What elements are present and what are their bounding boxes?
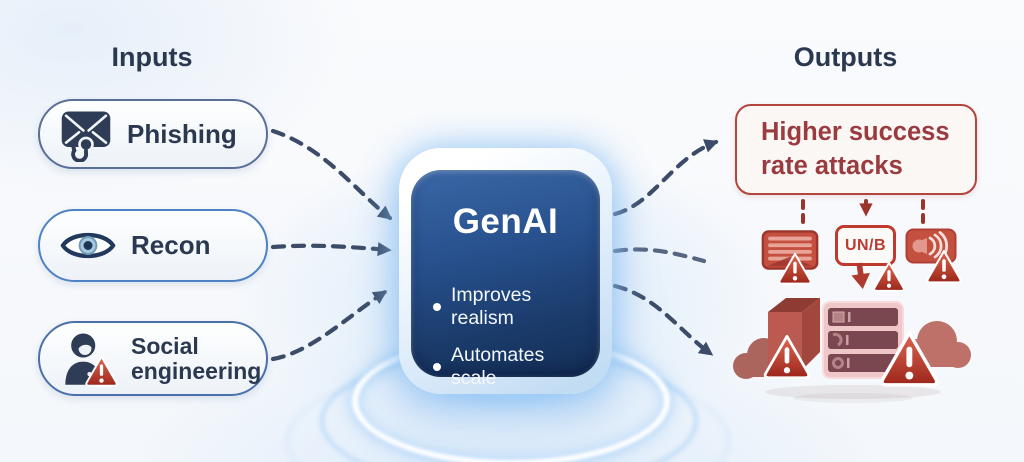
pill-label: Phishing	[127, 118, 237, 149]
warning-triangle-icon	[85, 355, 118, 387]
genai-bullet: Improves realism	[433, 284, 594, 330]
outputs-heading: Outputs	[793, 42, 898, 72]
unb-breach-badge: UN/B	[835, 225, 896, 266]
genai-bullet-list: Improves realism Automates scale	[411, 284, 600, 390]
genai-bullet: Automates scale	[433, 344, 594, 390]
pill-label: Recon	[131, 230, 211, 260]
genai-box-inner: GenAI Improves realism Automates scale	[411, 170, 600, 389]
arrow-recon-to-genai	[270, 242, 392, 257]
person-warning-icon	[60, 330, 118, 388]
arrow-phishing-to-genai	[270, 128, 393, 221]
bullet-dot	[433, 363, 441, 371]
eye-icon	[60, 227, 116, 264]
arrow-genai-to-infra	[612, 283, 714, 357]
input-pill-recon: Recon	[38, 209, 268, 282]
unb-label: UN/B	[844, 236, 887, 254]
genai-box: GenAI Improves realism Automates scale	[399, 148, 612, 394]
genai-title: GenAI	[452, 202, 559, 241]
genai-bullet-text: Improves realism	[451, 284, 532, 329]
envelope-hook-icon	[60, 106, 112, 162]
higher-success-rate-box: Higher success rate attacks	[735, 104, 977, 195]
warning-triangle-icon	[872, 261, 906, 293]
arrow-social-to-genai	[270, 289, 388, 362]
input-pill-phishing: Phishing	[38, 99, 268, 169]
input-pill-social-engineering: Social engineering	[38, 321, 268, 396]
warning-triangle-icon	[925, 249, 963, 285]
inputs-heading: Inputs	[111, 42, 193, 72]
red-down-arrow-icon	[849, 262, 873, 290]
compromised-infrastructure-illustration	[728, 292, 978, 414]
genai-bullet-text: Automates scale	[451, 344, 545, 389]
warning-triangle-icon	[777, 252, 813, 286]
pill-label: Social engineering	[131, 332, 262, 384]
server-rack	[822, 301, 904, 379]
arrow-genai-to-attacks	[612, 139, 719, 217]
bullet-dot	[433, 303, 441, 311]
higher-success-rate-text: Higher success rate attacks	[761, 117, 950, 180]
cube	[768, 298, 820, 370]
arrow-genai-to-threats	[612, 247, 707, 264]
